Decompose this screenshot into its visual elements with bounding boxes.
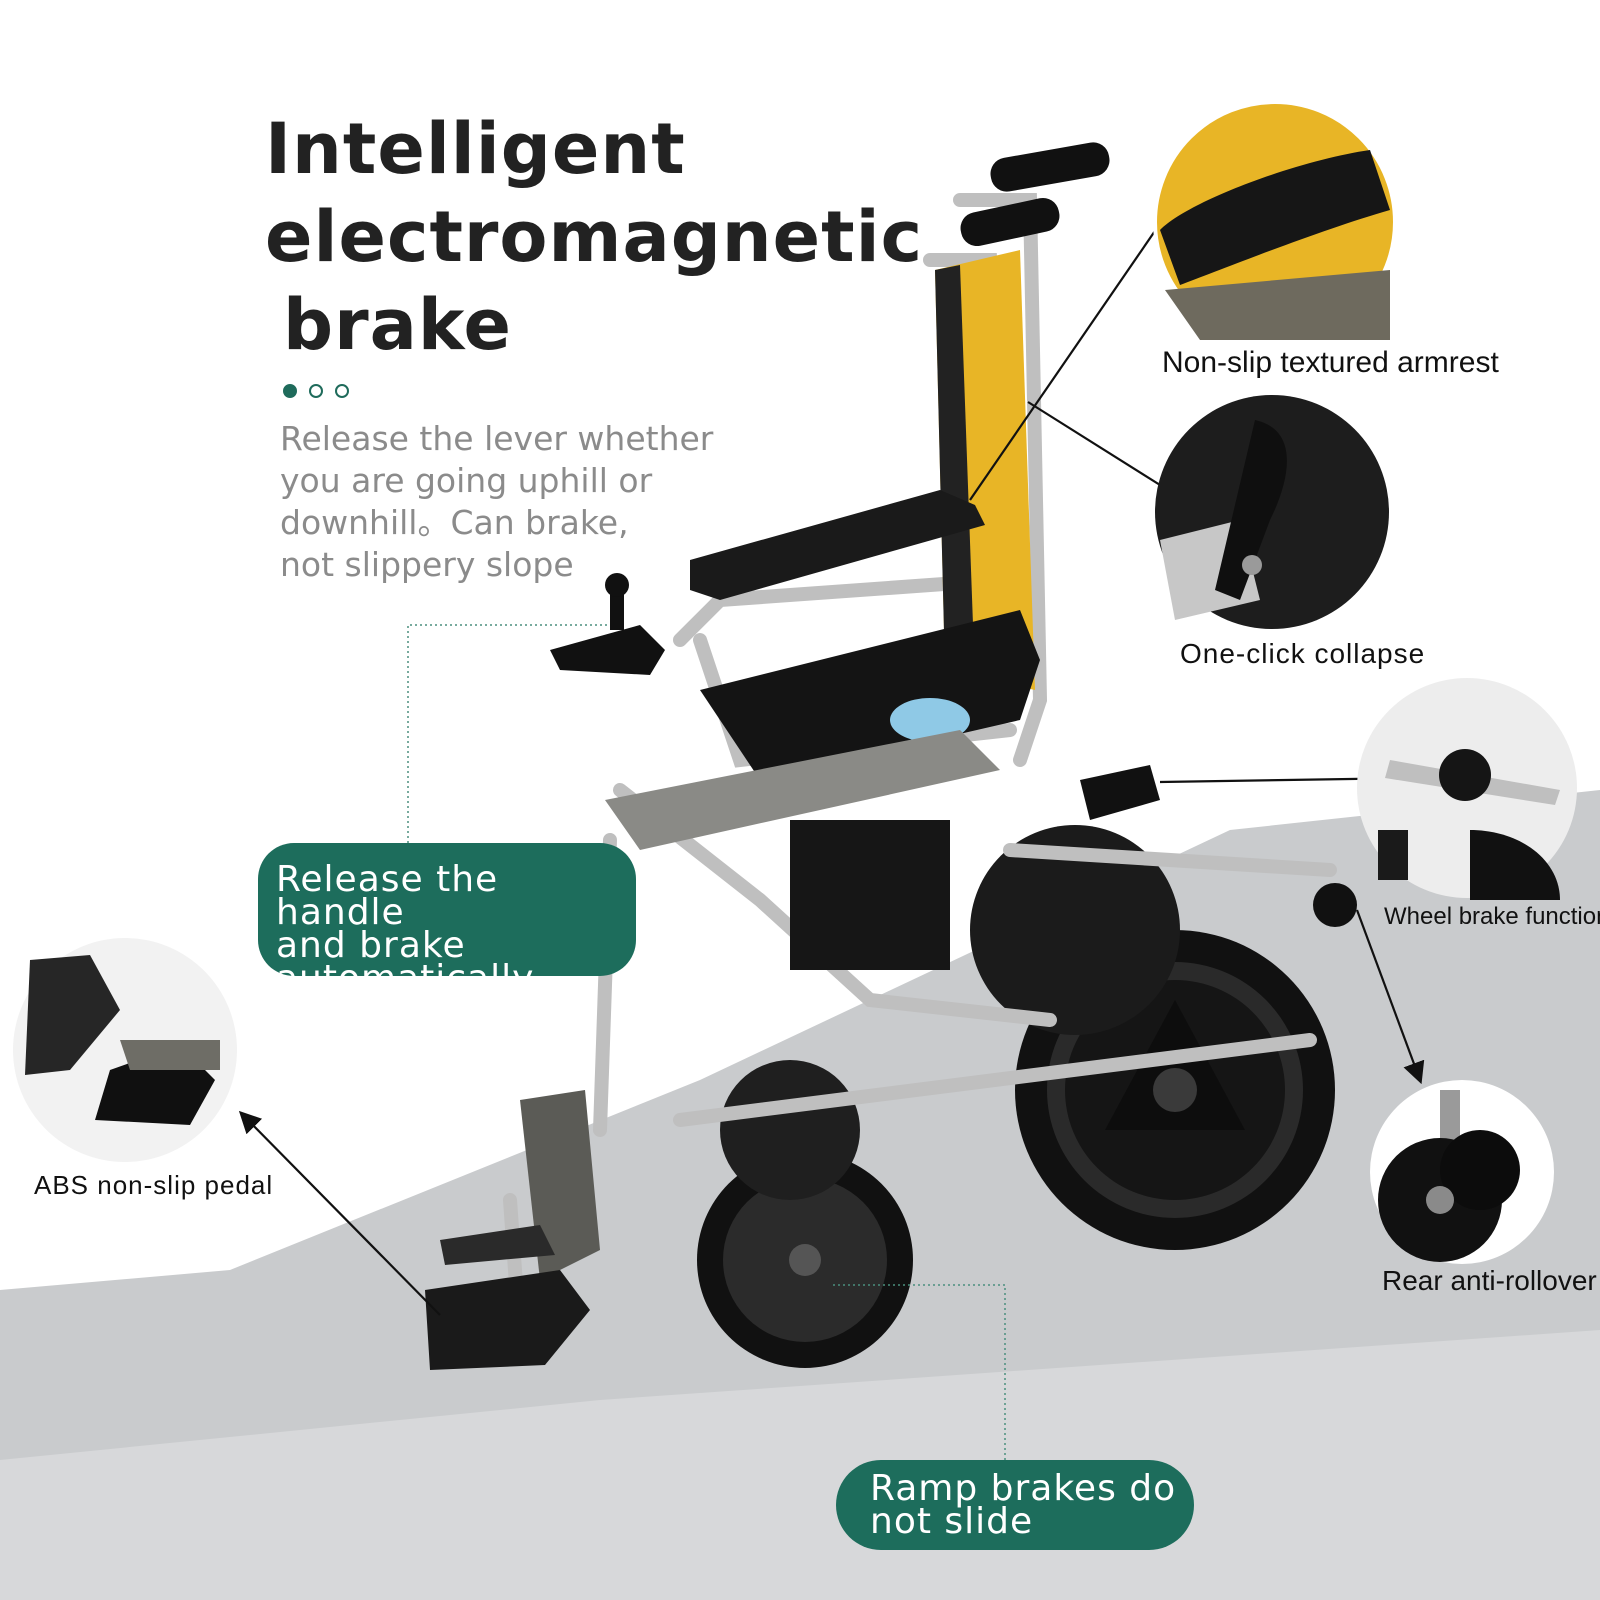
guide-lines — [407, 624, 1006, 1460]
ramp-shadow — [0, 1330, 1600, 1600]
seat-cushion — [605, 730, 1000, 850]
collapse-callout: One-click collapse — [1180, 638, 1426, 669]
pager-dot — [335, 384, 349, 398]
pager-dot — [309, 384, 323, 398]
headline-line-2: electromagnetic — [265, 196, 924, 278]
headline-line-3: brake — [283, 284, 513, 366]
headline-line-1: Intelligent — [265, 108, 686, 190]
pager-dot-active — [283, 384, 297, 398]
wheel-brake-callout: Wheel brake function — [1384, 903, 1600, 930]
description-line-2: you are going uphill or — [280, 461, 653, 500]
wheel-brake-detail-photo — [1357, 678, 1577, 900]
anti-rollover-detail-photo — [1370, 1080, 1554, 1264]
seat-logo — [890, 698, 970, 742]
armrest-callout: Non-slip textured armrest — [1162, 346, 1499, 379]
wheelchair — [425, 142, 1357, 1370]
release-brake-badge: Release the handle and brake automatical… — [258, 843, 636, 997]
anti-rollover-wheel — [1313, 883, 1357, 927]
description-line-1: Release the lever whether — [280, 419, 714, 458]
armrest-detail-photo — [1153, 100, 1397, 344]
front-caster-wheel — [697, 1152, 913, 1368]
seat — [700, 610, 1040, 780]
anti-rollover-callout: Rear anti-rollover — [1382, 1265, 1597, 1296]
push-handle — [990, 142, 1110, 192]
pedal-callout: ABS non-slip pedal — [34, 1170, 274, 1200]
ramp-badge-line-1: Ramp brakes do — [870, 1468, 1177, 1509]
description-line-4: not slippery slope — [280, 545, 574, 584]
front-caster-far — [720, 1060, 860, 1200]
pager-dots — [283, 384, 349, 398]
pedal-detail-photo — [13, 938, 237, 1162]
footplate-far — [440, 1225, 555, 1265]
joystick-controller — [550, 573, 665, 675]
brake-lever — [1080, 765, 1160, 820]
push-handle-far — [960, 197, 1060, 247]
ramp-badge-line-2: not slide — [870, 1501, 1034, 1542]
brake-description: Release the lever whether you are going … — [280, 418, 720, 586]
battery-box — [790, 820, 950, 970]
release-badge-line-1: Release the handle — [276, 859, 499, 933]
release-badge-line-2: and brake — [276, 925, 466, 966]
footplate — [425, 1270, 590, 1370]
armrest — [690, 490, 985, 600]
ramp-brake-badge: Ramp brakes do not slide — [836, 1460, 1194, 1550]
headline: Intelligent electromagnetic brake — [265, 105, 923, 369]
release-badge-line-3: automatically — [276, 958, 535, 999]
rear-wheel-far — [970, 825, 1180, 1035]
description-line-3: downhill。Can brake, — [280, 503, 629, 542]
collapse-detail-photo — [1155, 395, 1389, 629]
